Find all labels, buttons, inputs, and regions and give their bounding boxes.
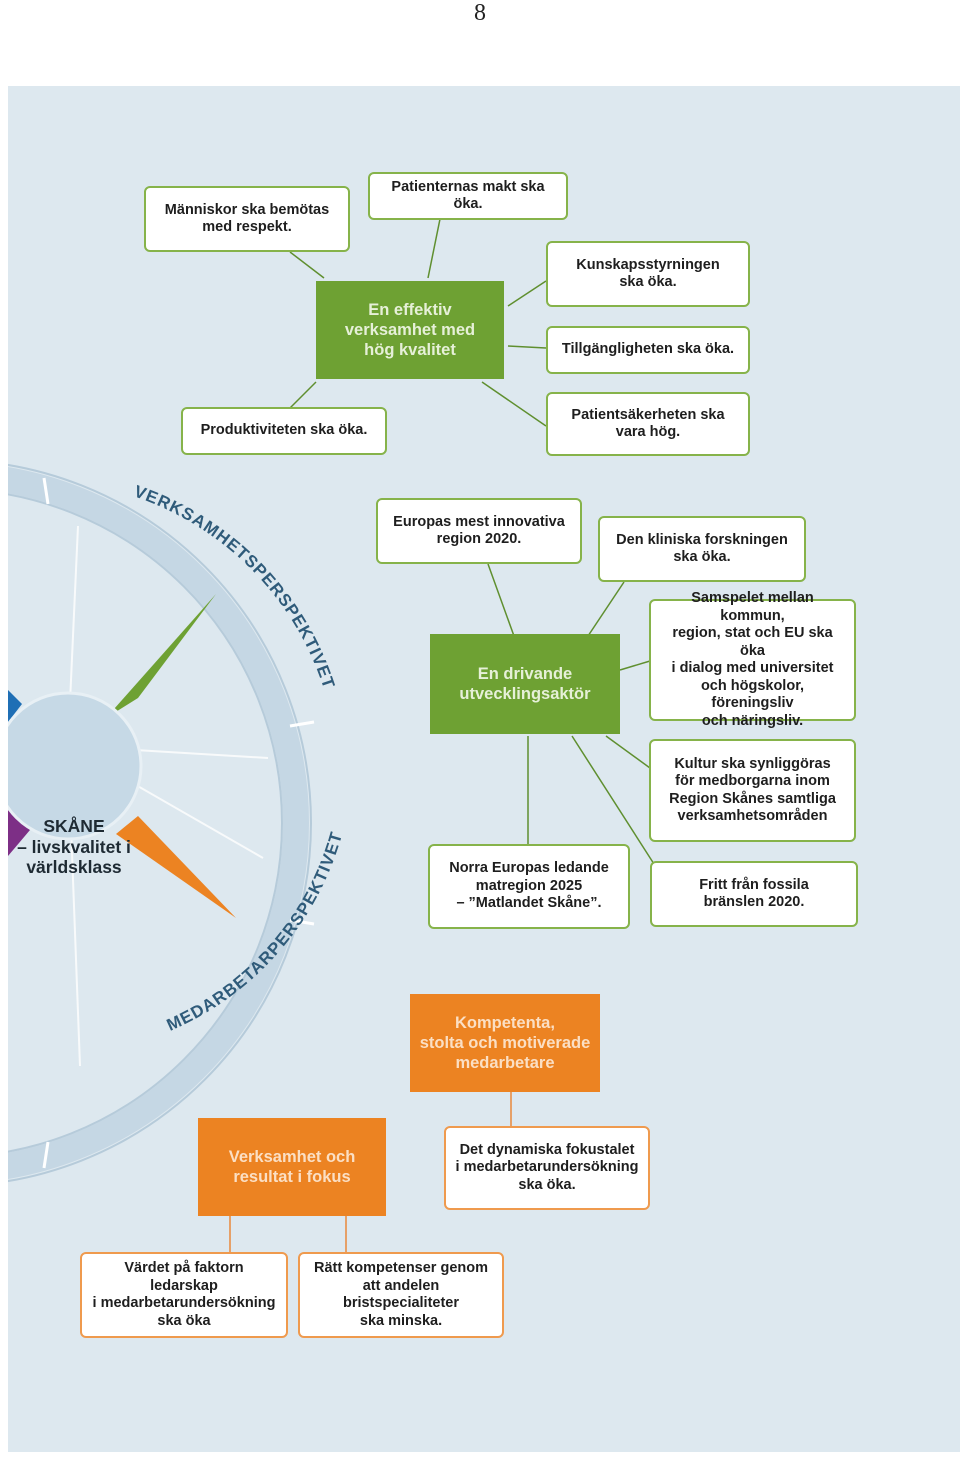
node-ratt-kompetenser: Rätt kompetenser genom att andelen brist…	[298, 1252, 504, 1338]
compass-needle-purple	[8, 810, 30, 856]
node-patientsakerheten: Patientsäkerheten ska vara hög.	[546, 392, 750, 456]
node-bemotas-respekt: Människor ska bemötas med respekt.	[144, 186, 350, 252]
connectors-cluster-1	[289, 218, 547, 427]
compass-needle-green	[106, 594, 216, 718]
node-fossila-bransle: Fritt från fossila bränslen 2020.	[650, 861, 858, 927]
node-kunskapsstyrningen: Kunskapsstyrningen ska öka.	[546, 241, 750, 307]
node-kliniska-forskningen: Den kliniska forskningen ska öka.	[598, 516, 806, 582]
node-samspelet: Samspelet mellan kommun, region, stat oc…	[649, 590, 856, 729]
connectors-cluster-2	[487, 563, 655, 865]
node-produktiviteten: Produktiviteten ska öka.	[181, 407, 387, 455]
hub-kompetenta-medarbetare: Kompetenta, stolta och motiverade medarb…	[410, 994, 600, 1092]
node-matregion: Norra Europas ledande matregion 2025 – ”…	[428, 844, 630, 929]
compass-needle-orange	[116, 816, 236, 918]
node-kultur: Kultur ska synliggöras för medborgarna i…	[649, 739, 856, 842]
compass-ring	[8, 467, 310, 1179]
node-ledarskap: Värdet på faktorn ledarskap i medarbetar…	[80, 1252, 288, 1338]
hub-verksamhet-resultat: Verksamhet och resultat i fokus	[198, 1118, 386, 1216]
compass-center-label: SKÅNE – livskvalitet i världsklass	[17, 816, 131, 877]
hub-effektiv-verksamhet: En effektiv verksamhet med hög kvalitet	[316, 281, 504, 379]
compass-center	[8, 691, 143, 841]
connectors-cluster-3	[229, 1092, 512, 1252]
diagram-panel: VERKSAMHETSPERSPEKTIVET MEDARBETARPERSPE…	[8, 86, 960, 1452]
node-patienternas-makt: Patienternas makt ska öka.	[368, 172, 568, 220]
hub-drivande-utvecklingsaktor: En drivande utvecklingsaktör	[430, 634, 620, 734]
diagram-graphics: VERKSAMHETSPERSPEKTIVET MEDARBETARPERSPE…	[8, 218, 655, 1252]
node-dynamiska-fokustalet: Det dynamiska fokustalet i medarbetarund…	[444, 1126, 650, 1210]
node-tillgangligheten: Tillgängligheten ska öka.	[546, 326, 750, 374]
node-europas-innovativa: Europas mest innovativa region 2020.	[376, 498, 582, 564]
page-number: 8	[474, 0, 486, 26]
compass-needle-blue	[8, 690, 22, 722]
